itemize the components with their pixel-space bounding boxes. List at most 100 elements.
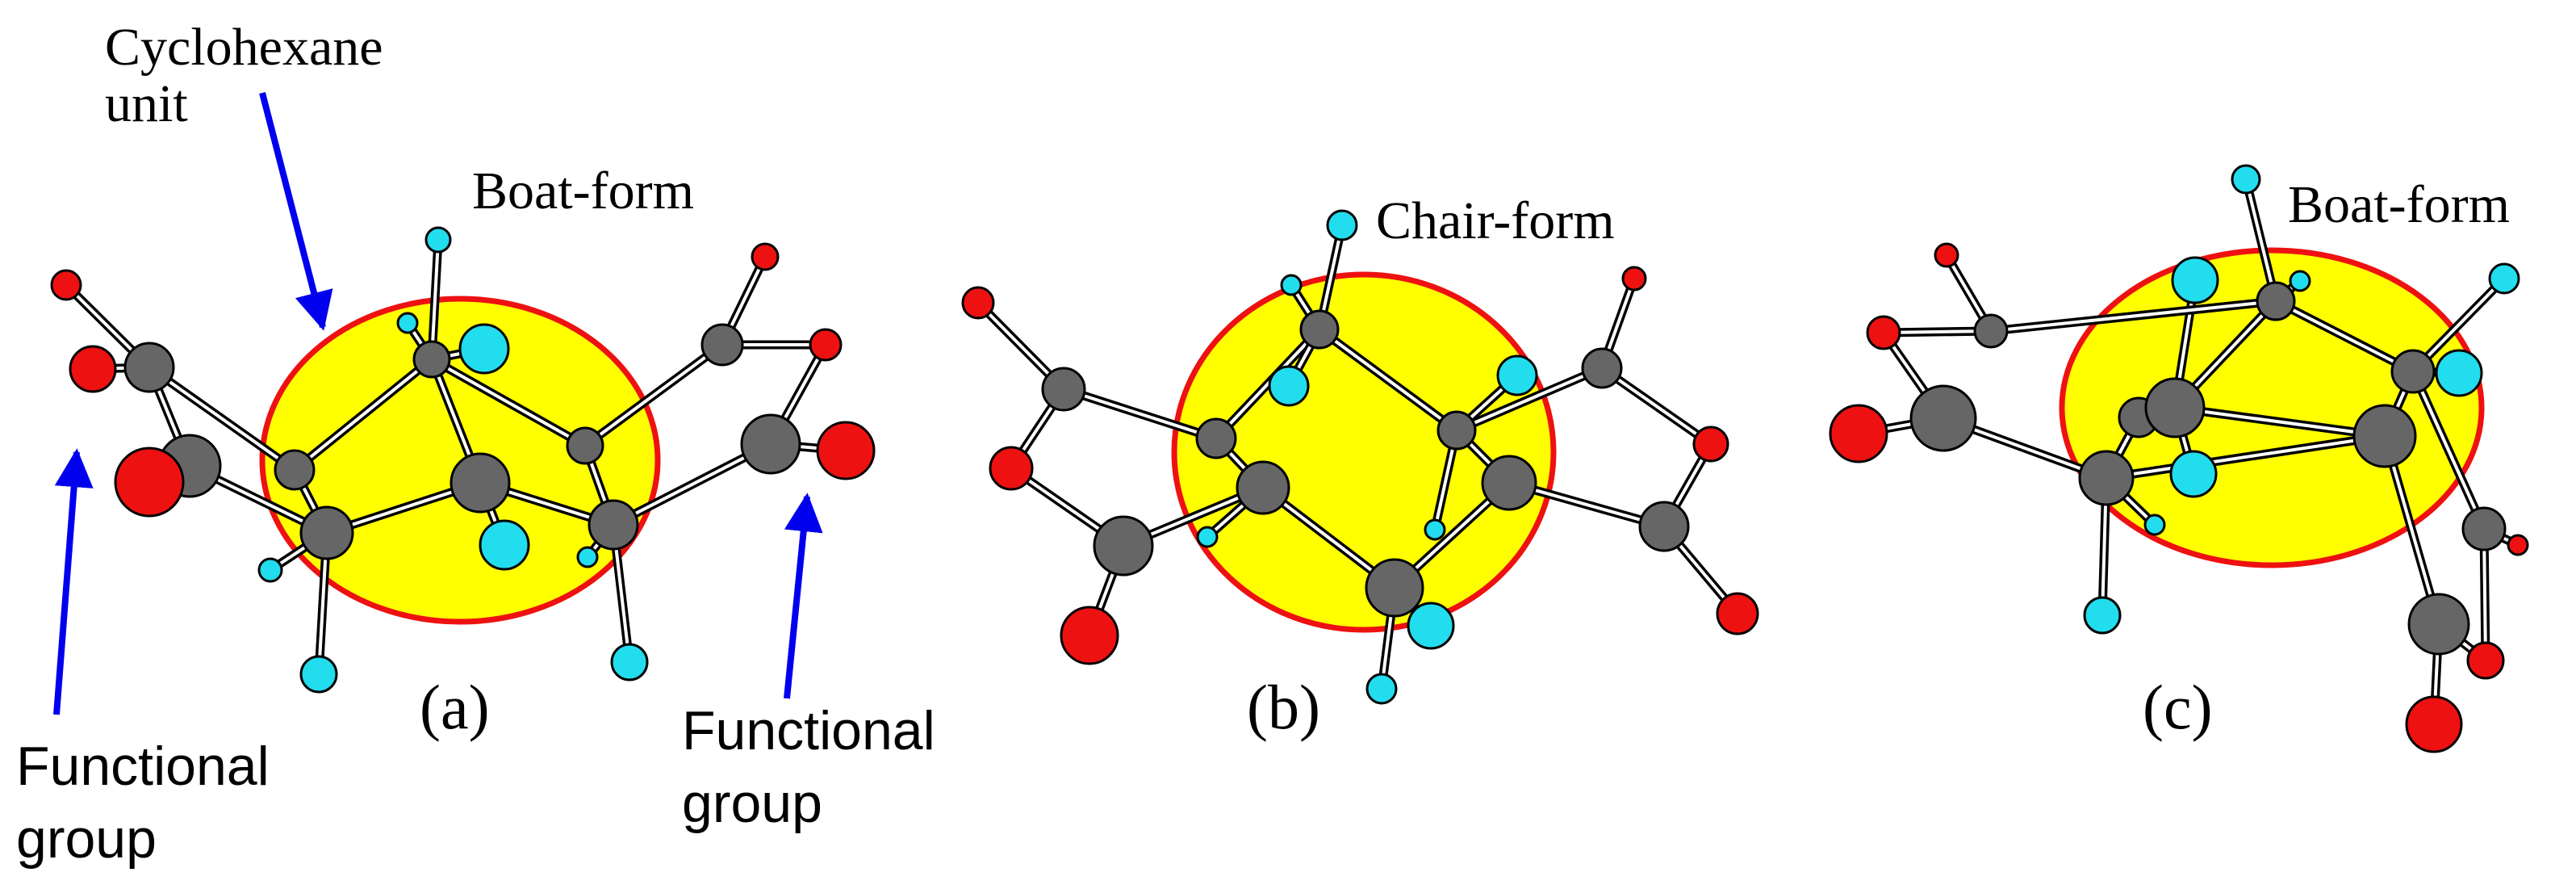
cyclohexane-label-line2: unit (105, 74, 188, 133)
hydrogen-atom (2231, 164, 2261, 195)
carbon-atom (1365, 558, 1424, 618)
oxygen-atom (1692, 426, 1729, 463)
bond-highlight (1063, 388, 1217, 440)
hydrogen-atom (1496, 354, 1538, 396)
bond-highlight (1600, 367, 1712, 446)
hydrogen-atom (424, 226, 452, 254)
hydrogen-atom (257, 557, 283, 583)
oxygen-atom (1829, 404, 1888, 463)
cyclohexane-ring-b (1171, 271, 1557, 633)
hydrogen-atom (2143, 514, 2166, 536)
bond-highlight (1883, 329, 1992, 334)
hydrogen-atom (1326, 209, 1358, 241)
oxygen-atom (50, 269, 82, 301)
hydrogen-atom (1424, 518, 1446, 541)
atoms-molecule-c (1829, 164, 2529, 753)
functional-group-arrow-left (53, 448, 94, 715)
carbon-atom (1436, 410, 1477, 451)
oxygen-atom (989, 446, 1034, 491)
carbon-atom (412, 340, 451, 379)
carbon-atom (2390, 349, 2436, 394)
bond-highlight (583, 343, 724, 447)
carbon-atom (2407, 593, 2470, 656)
bond-highlight (148, 366, 296, 472)
hydrogen-atom (1407, 602, 1455, 650)
oxygen-atom (1934, 242, 1959, 268)
oxygen-atom (1060, 606, 1119, 665)
carbon-atom (1299, 309, 1340, 350)
carbon-atom (1638, 501, 1690, 552)
bond-highlight (431, 358, 586, 447)
hydrogen-atom (299, 655, 338, 694)
functional-group-label-right-line2: group (682, 773, 822, 834)
bond-highlight (2383, 435, 2440, 625)
boat-form-label-c: Boat-form (2288, 175, 2510, 234)
carbon-atom (123, 342, 175, 393)
bond-highlight (2244, 178, 2277, 302)
bond-highlight (293, 358, 433, 472)
carbon-atom (1236, 460, 1290, 515)
carbon-atom (2461, 506, 2507, 551)
carbon-atom (740, 413, 801, 475)
bond-highlight (2411, 371, 2486, 530)
panel-label-a: (a) (420, 672, 490, 742)
hydrogen-atom (479, 519, 530, 571)
functional-group-label-left-line2: group (16, 808, 157, 870)
bond-highlight (2174, 406, 2386, 438)
carbon-atom (1909, 384, 1977, 452)
chair-form-label-b: Chair-form (1376, 191, 1615, 250)
hydrogen-atom (2289, 270, 2311, 292)
hydrogen-atom (396, 312, 419, 334)
atoms-molecule-a (50, 226, 876, 694)
hydrogen-atom (2083, 596, 2122, 635)
functional-group-label-left-line1: Functional (16, 736, 270, 797)
functional-group-arrow-right (784, 493, 823, 699)
hydrogen-atom (1280, 274, 1303, 296)
hydrogen-atom (2171, 256, 2219, 304)
carbon-atom (2078, 450, 2135, 506)
carbon-atom (1195, 417, 1237, 459)
oxygen-atom (2405, 695, 2463, 753)
carbon-atom (2144, 377, 2206, 438)
bond-highlight (1215, 328, 1321, 440)
oxygen-atom (961, 286, 995, 320)
carbon-atom (588, 499, 639, 551)
bond-highlight (1456, 367, 1603, 432)
bond-highlight (1990, 300, 2277, 333)
hydrogen-atom (1196, 526, 1219, 548)
carbon-atom (1973, 313, 2009, 349)
atoms-molecule-b (961, 209, 1759, 705)
cyclohexane-ring-c (2059, 247, 2485, 568)
bond-highlight (2275, 300, 2414, 373)
hydrogen-atom (2488, 262, 2520, 295)
oxygen-atom (69, 345, 117, 393)
cyclohexane-ring-a (259, 296, 661, 625)
oxygen-atom (1716, 592, 1759, 635)
carbon-atom (1041, 367, 1086, 412)
carbon-atom (1481, 455, 1537, 511)
cyclohexane-arrow (259, 91, 333, 331)
hydrogen-atom (610, 643, 649, 681)
cyclohexane-label-line1: Cyclohexane (105, 18, 383, 77)
panel-label-c: (c) (2143, 672, 2213, 742)
oxygen-atom (2507, 534, 2529, 556)
oxygen-atom (751, 242, 780, 271)
hydrogen-atom (1268, 365, 1310, 407)
oxygen-atom (809, 328, 843, 362)
boat-form-label-a: Boat-form (472, 161, 694, 220)
carbon-atom (450, 452, 511, 514)
carbon-atom (1581, 347, 1623, 389)
hydrogen-atom (2169, 450, 2218, 498)
carbon-atom (274, 449, 316, 491)
oxygen-atom (114, 447, 185, 518)
hydrogen-atom (1365, 673, 1398, 705)
carbon-atom (1093, 515, 1154, 577)
carbon-atom (2352, 404, 2417, 468)
bond-highlight (2106, 434, 2386, 480)
oxygen-atom (1621, 266, 1647, 291)
hydrogen-atom (576, 546, 599, 568)
oxygen-atom (816, 421, 876, 480)
carbon-atom (299, 505, 354, 560)
hydrogen-atom (458, 323, 510, 375)
